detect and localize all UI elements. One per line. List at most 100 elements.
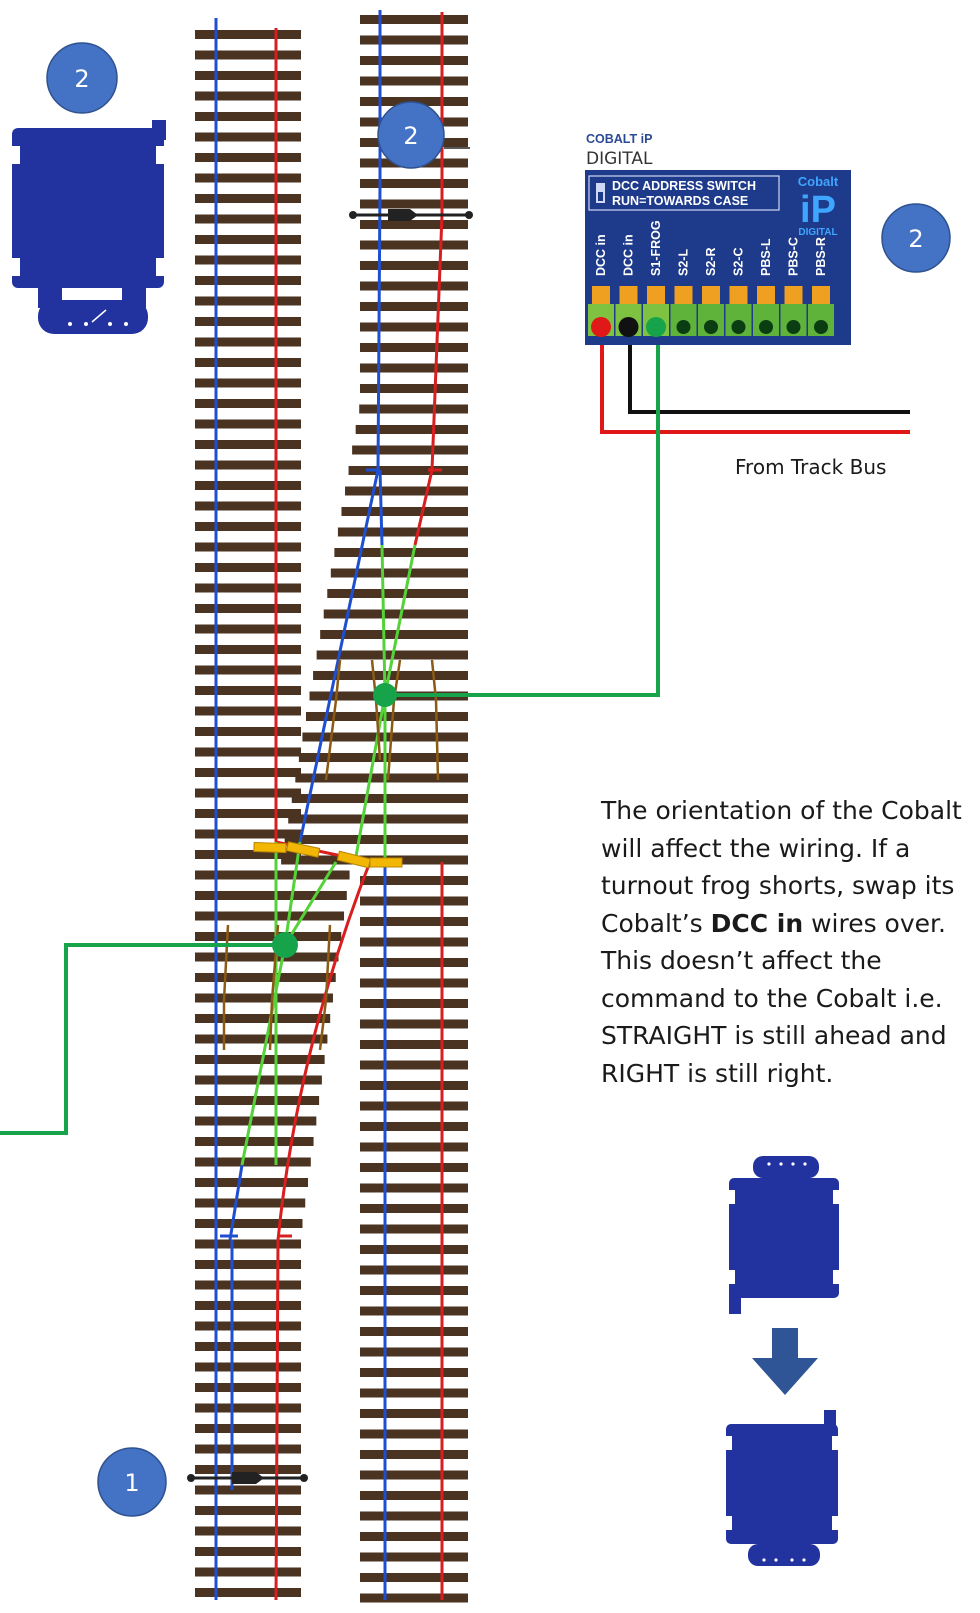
logo-mid: iP [800,189,836,231]
tie [360,179,468,188]
tie [195,1198,306,1208]
tie [360,1573,468,1582]
tie-bar-top [349,209,473,221]
tie [360,1183,468,1193]
tie [295,773,468,783]
tie [360,384,468,393]
track-bus-wires [600,328,910,434]
tie [360,35,468,45]
tie [360,1368,468,1377]
right-track-rails [298,10,444,1600]
tie [360,876,468,885]
terminal-screw [592,286,610,306]
tie [337,527,468,537]
terminal-label: PBS-C [787,237,801,276]
terminal-socket [704,320,718,334]
terminal-screw [729,286,748,306]
terminal-label: S1-FROG [649,220,663,276]
servo-motor-after [722,1410,842,1566]
tie [195,686,301,695]
tie [195,1239,301,1249]
tie [360,1245,468,1254]
tie [195,1424,301,1433]
terminal-socket [731,320,746,334]
terminal-screw [619,286,638,306]
tie [341,507,468,516]
svg-text:2: 2 [74,65,89,93]
tie [195,1588,301,1597]
terminal-socket [786,320,801,334]
terminal-screw [757,286,775,306]
tie [360,1081,468,1090]
tie [330,568,468,578]
tie [360,76,468,86]
terminal-socket [618,317,639,337]
tie [195,583,301,593]
svg-text:2: 2 [403,122,418,150]
tie [327,589,468,598]
tie [195,255,301,265]
tie [360,302,468,311]
cobalt-board: DCC ADDRESS SWITCH RUN=TOWARDS CASE Coba… [585,170,851,345]
tie [195,50,301,60]
marker-top-left: 2 [46,42,118,114]
tie [195,973,336,982]
tie [195,214,301,224]
terminal-label: PBS-L [759,238,773,276]
tie [195,706,301,716]
tie [360,199,468,209]
cobalt-brand-label: COBALT iP [586,132,653,146]
tie [195,276,301,285]
tie [195,112,301,121]
tie [195,788,301,798]
terminal-socket [814,320,828,334]
marker-track-top: 2 [377,101,470,169]
terminal-screw [647,286,665,306]
tie [195,747,301,757]
tie [360,1388,468,1398]
tie [195,194,301,203]
tie [345,486,468,496]
tie [195,1034,328,1044]
left-track-rails [214,18,372,1601]
tie [195,809,301,818]
tie [195,91,301,101]
tie [195,1403,301,1413]
tie [298,753,468,762]
tie [323,609,468,619]
tie [195,358,301,367]
tie [360,281,468,291]
tie [195,1362,301,1372]
tie [195,1526,301,1536]
tie [360,240,468,250]
tie [360,15,468,24]
tie [360,1450,468,1459]
tie [195,1506,301,1515]
tie [195,952,339,962]
switch-label-1: DCC ADDRESS SWITCH [612,179,756,193]
tie [195,1567,301,1577]
tie [195,1219,303,1228]
tie [360,999,468,1008]
svg-text:1: 1 [124,1469,139,1497]
terminal-screw [784,286,803,306]
orientation-note-text: The orientation of the Cobalt will affec… [601,796,962,938]
frog-feed-wires [0,330,660,1135]
tie [195,501,301,511]
tie [195,481,301,490]
tie [195,870,350,880]
tie [360,1511,468,1521]
tie [284,835,468,844]
tie [195,1137,314,1146]
terminal-socket [646,317,666,337]
tie [360,978,468,988]
tie [360,1470,468,1480]
tie [360,1142,468,1152]
tie [195,378,301,388]
tie [195,1178,309,1187]
svg-text:2: 2 [908,225,923,253]
tie [360,1265,468,1275]
tie [320,630,468,639]
tie [360,1429,468,1439]
